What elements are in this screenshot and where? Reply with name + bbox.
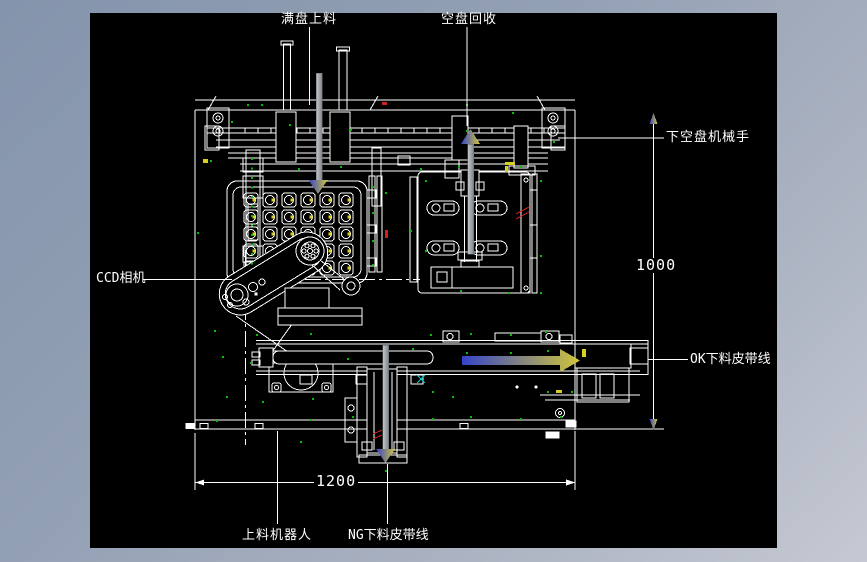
label-full-tray-load: 满盘上料 bbox=[281, 12, 338, 27]
label-empty-tray-recycle: 空盘回收 bbox=[441, 12, 498, 27]
label-ok-unload-belt: OK下料皮带线 bbox=[690, 352, 771, 367]
label-loading-robot: 上料机器人 bbox=[242, 528, 313, 543]
dim-text-width: 1200 bbox=[314, 472, 359, 490]
label-ccd-camera: CCD相机 bbox=[96, 271, 146, 286]
drawing-canvas bbox=[90, 13, 777, 548]
label-lower-empty-tray-robot: 下空盘机械手 bbox=[666, 130, 751, 145]
dim-text-height: 1000 bbox=[634, 256, 679, 274]
label-ng-unload-belt: NG下料皮带线 bbox=[348, 528, 429, 543]
